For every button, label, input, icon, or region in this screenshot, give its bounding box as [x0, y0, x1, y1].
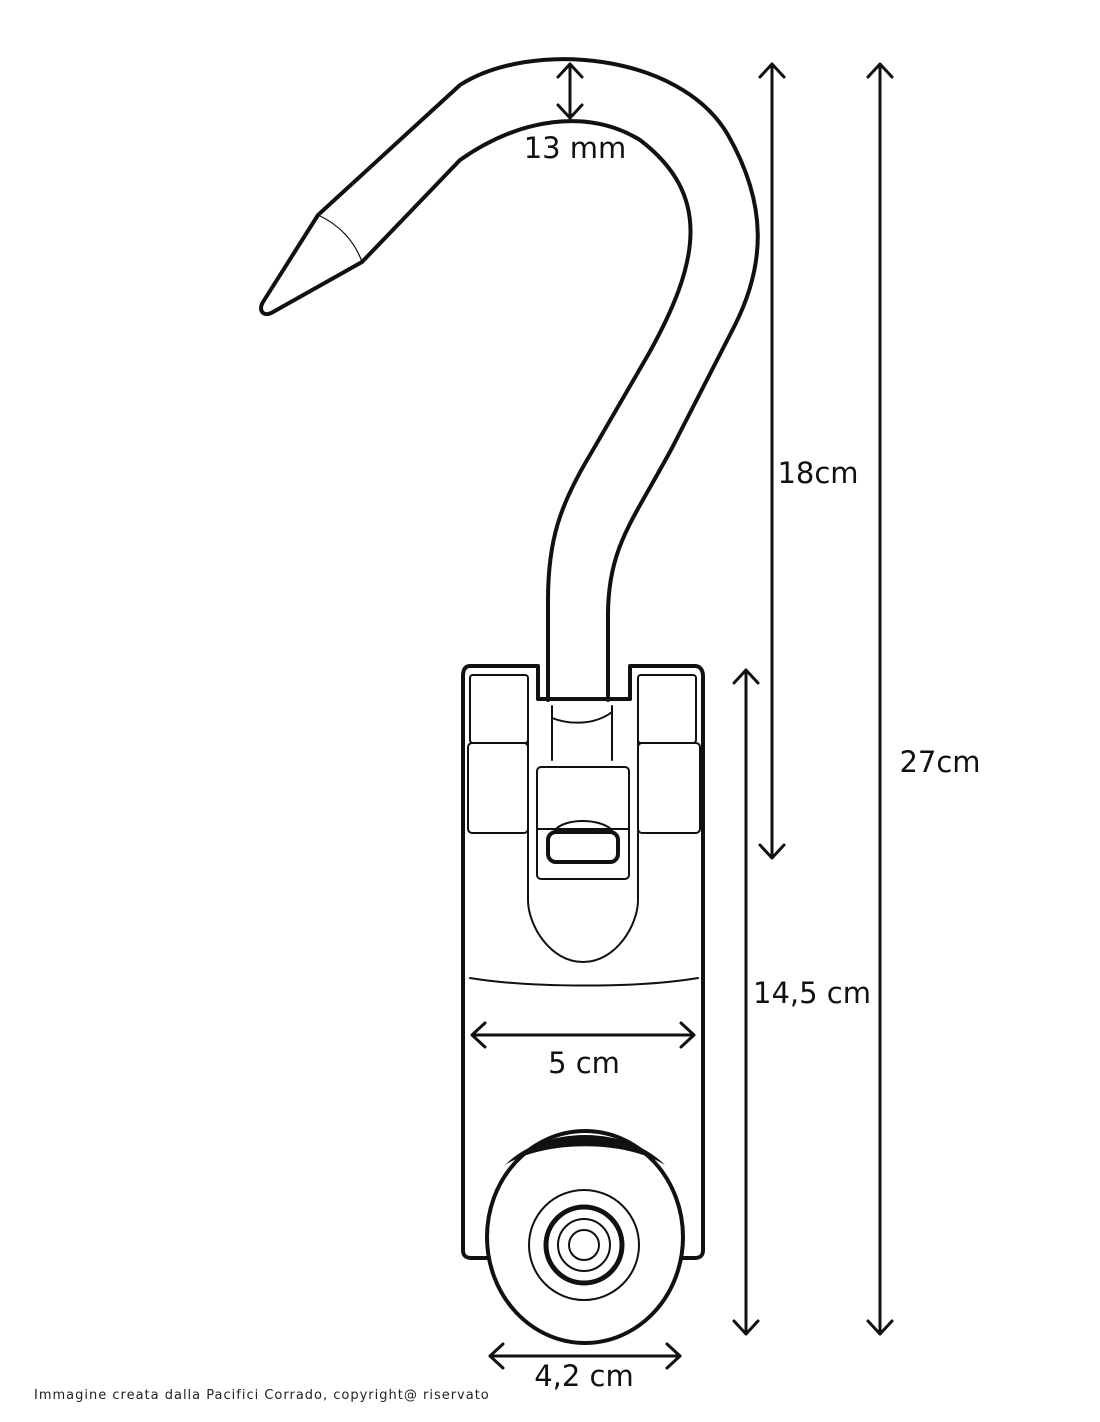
wheel-rim-highlight — [505, 1135, 665, 1165]
dim-label-13mm: 13 mm — [524, 131, 627, 165]
dim-arrow-5cm — [470, 1021, 696, 1049]
dimension-wheel-width: 4,2 cm — [488, 1342, 682, 1393]
dimension-hook-height: 18cm — [758, 62, 859, 860]
body-seam — [469, 977, 699, 987]
dimension-body-width: 5 cm — [470, 1021, 696, 1080]
wheel-outer — [485, 1129, 685, 1345]
center-channel — [527, 699, 639, 963]
wheel-axle — [568, 1229, 600, 1261]
dim-label-18cm: 18cm — [777, 456, 858, 490]
wheel-hub-ring-outer — [528, 1189, 640, 1301]
latch-button-top — [554, 820, 613, 831]
wheel-hub-ring-inner — [557, 1218, 611, 1272]
wheel — [485, 1129, 685, 1345]
dim-arrow-27cm — [866, 62, 894, 1336]
dimension-body-height: 14,5 cm — [732, 668, 871, 1336]
dim-label-5cm: 5 cm — [548, 1046, 620, 1080]
hook-outline — [259, 57, 760, 702]
latch-plate — [536, 766, 630, 880]
dim-arrow-13mm — [556, 62, 584, 120]
wheel-hub-ring-mid — [543, 1204, 625, 1286]
dim-arrow-14-5cm — [732, 668, 760, 1336]
dim-label-14-5cm: 14,5 cm — [753, 976, 871, 1010]
dimension-total-height: 27cm — [866, 62, 981, 1336]
dim-arrow-18cm — [758, 62, 786, 860]
dim-label-4-2cm: 4,2 cm — [534, 1359, 634, 1393]
right-cheek-top — [637, 674, 697, 744]
dim-label-27cm: 27cm — [899, 745, 980, 779]
dimension-hook-thickness: 13 mm — [524, 62, 627, 165]
hook-tip-bevel — [317, 214, 363, 263]
right-cheek-block — [637, 742, 701, 834]
latch-button-icon — [546, 830, 620, 864]
copyright-credit: Immagine creata dalla Pacifici Corrado, … — [34, 1388, 490, 1403]
swivel-slot — [551, 705, 613, 761]
dim-arrow-4-2cm — [488, 1342, 682, 1370]
left-cheek-block — [467, 742, 529, 834]
hook — [259, 57, 760, 702]
left-cheek-top — [469, 674, 529, 744]
